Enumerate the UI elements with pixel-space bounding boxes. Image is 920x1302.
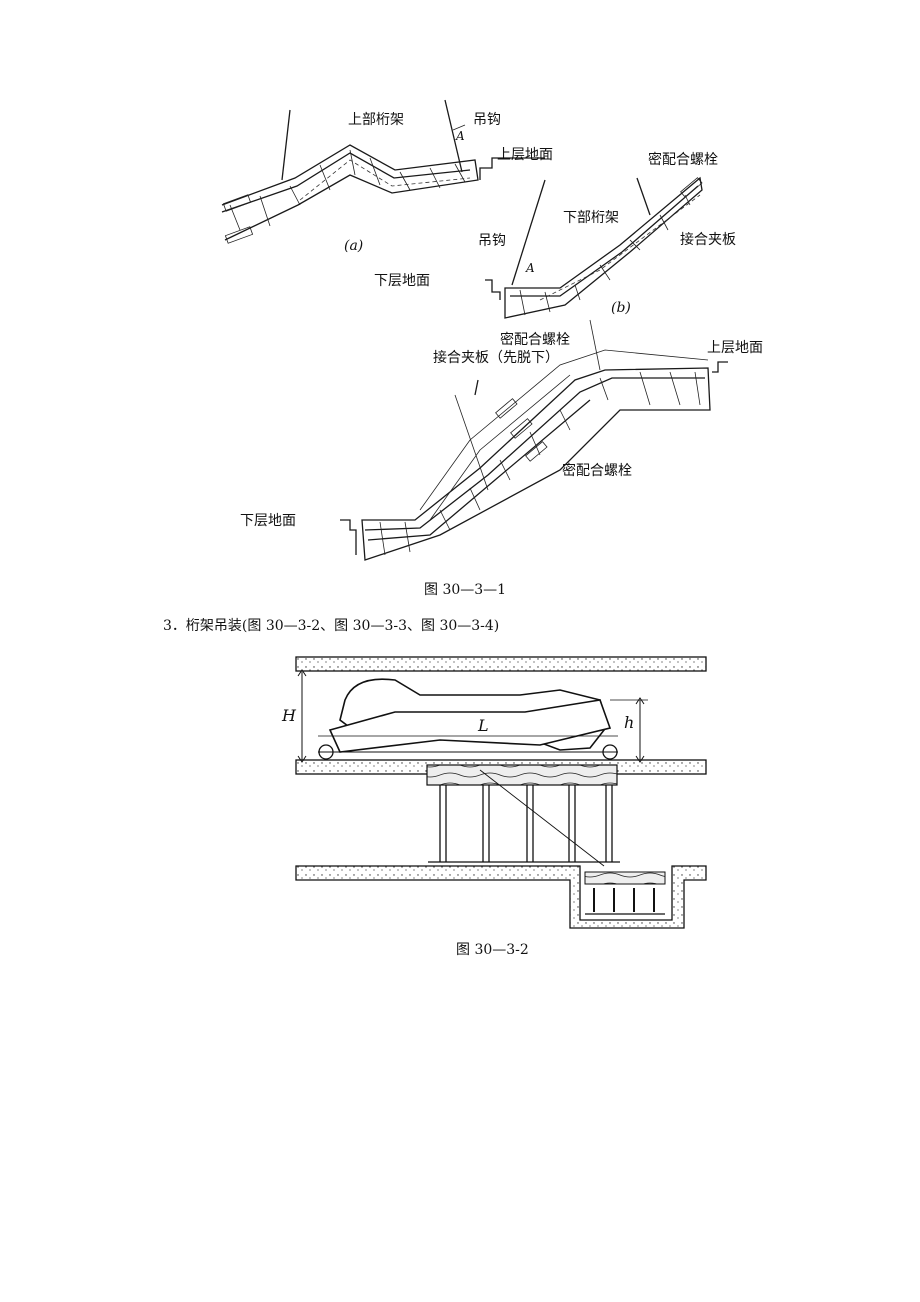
section-heading-truss-hoisting: 3．桁架吊装(图 30—3-2、图 30—3-3、图 30—3-4) xyxy=(163,618,500,634)
label-hook-b: 吊钩 xyxy=(478,233,506,249)
label-precision-bolt-c-top: 密配合螺栓 xyxy=(500,332,570,348)
dim-label-h: h xyxy=(624,713,635,732)
label-upper-floor-c: 上层地面 xyxy=(707,340,763,356)
panel-c-assembly xyxy=(340,319,728,561)
label-lower-floor-c: 下层地面 xyxy=(240,513,296,529)
dim-label-H: H xyxy=(282,706,296,725)
label-precision-bolt-c-bottom: 密配合螺栓 xyxy=(562,463,632,479)
label-precision-bolt-b: 密配合螺栓 xyxy=(648,152,718,168)
figure-30-3-1-drawing xyxy=(221,99,728,561)
label-upper-truss: 上部桁架 xyxy=(348,112,404,128)
panel-b-truss xyxy=(485,176,703,319)
label-joint-plate-b: 接合夹板 xyxy=(680,232,736,248)
panel-b-tag: (b) xyxy=(611,300,631,316)
label-joint-plate-c: 接合夹板（先脱下） xyxy=(433,350,559,366)
truss-outline xyxy=(339,678,609,751)
figure-30-3-2-caption: 图 30—3-2 xyxy=(456,942,529,958)
label-hook-a: 吊钩 xyxy=(473,112,501,128)
panel-a-truss xyxy=(221,99,545,244)
dim-label-L: L xyxy=(478,716,489,735)
label-lower-truss-b: 下部桁架 xyxy=(563,210,619,226)
panel-a-tag: (a) xyxy=(344,238,364,254)
label-angle-a: A xyxy=(456,129,465,143)
label-angle-b: A xyxy=(526,261,535,275)
label-lower-floor-b: 下层地面 xyxy=(374,273,430,289)
figure-30-3-1-caption: 图 30—3—1 xyxy=(424,582,507,598)
label-upper-floor-a: 上层地面 xyxy=(497,147,553,163)
